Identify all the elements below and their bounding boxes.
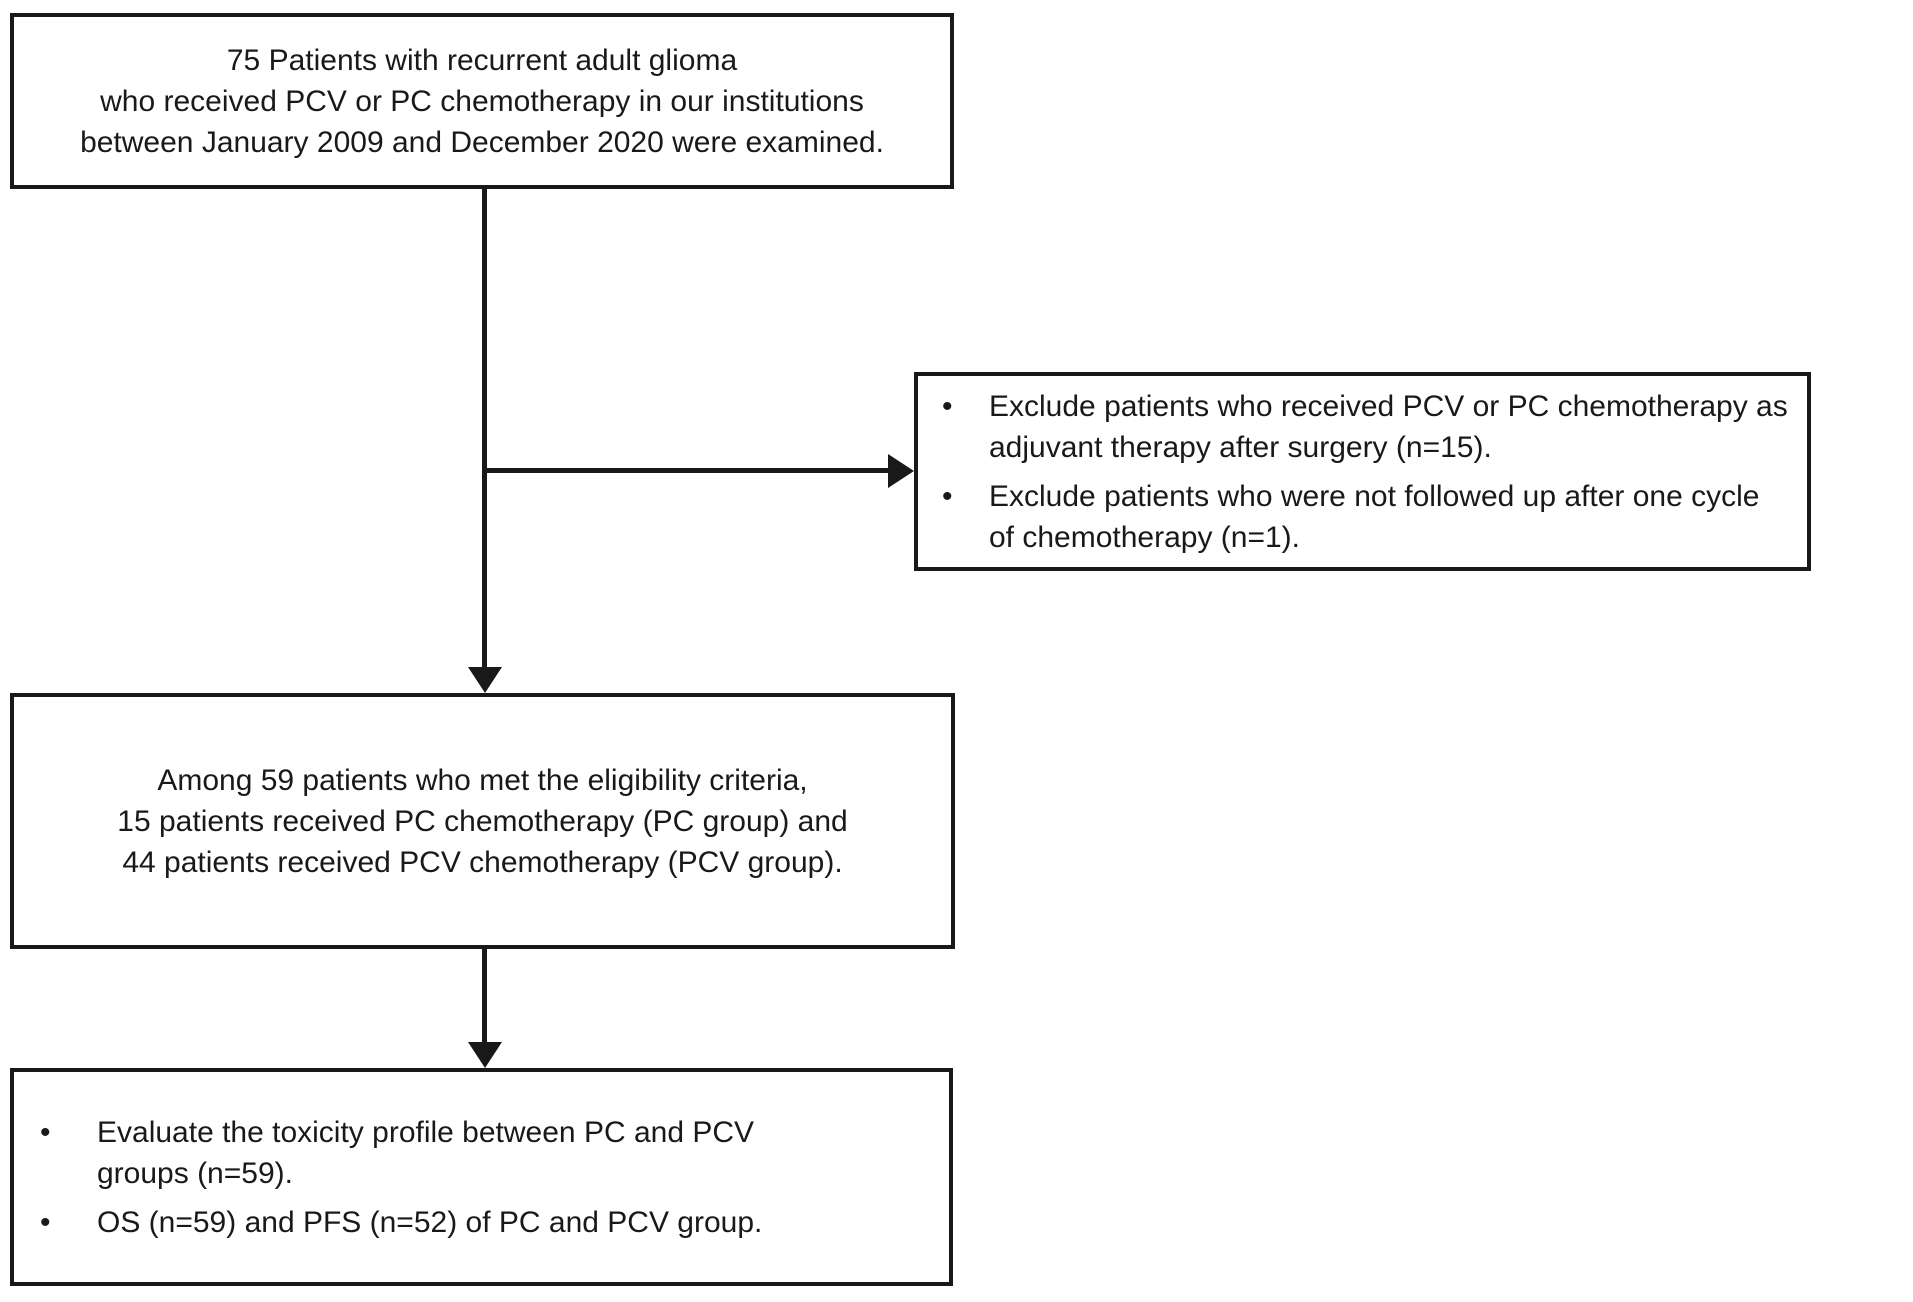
examined-line-1: 75 Patients with recurrent adult glioma xyxy=(226,43,738,77)
outcomes-item-2-line-1: OS (n=59) and PFS (n=52) of PC and PCV g… xyxy=(97,1205,763,1239)
excluded-item-1-line-1: Exclude patients who received PCV or PC … xyxy=(989,389,1788,423)
excluded-item-1-text: Exclude patients who received PCV or PC … xyxy=(989,386,1789,468)
outcomes-item-1-text: Evaluate the toxicity profile between PC… xyxy=(97,1112,931,1194)
outcomes-item-2-text: OS (n=59) and PFS (n=52) of PC and PCV g… xyxy=(97,1202,931,1243)
eligible-line-2: 15 patients received PC chemotherapy (PC… xyxy=(117,804,848,838)
excluded-item-2-line-2: of chemotherapy (n=1). xyxy=(989,520,1301,554)
bullet-icon: • xyxy=(40,1205,51,1239)
box-excluded-patients: • Exclude patients who received PCV or P… xyxy=(914,372,1811,571)
eligible-line-3: 44 patients received PCV chemotherapy (P… xyxy=(122,845,843,879)
outcomes-item-1-line-2: groups (n=59). xyxy=(97,1156,293,1190)
bullet-icon: • xyxy=(942,389,953,423)
box-eligible-patients: Among 59 patients who met the eligibilit… xyxy=(10,693,955,949)
box-examined-patients: 75 Patients with recurrent adult glioma … xyxy=(10,13,954,189)
examined-line-3: between January 2009 and December 2020 w… xyxy=(80,125,884,159)
excluded-item-1-line-2: adjuvant therapy after surgery (n=15). xyxy=(989,430,1492,464)
outcomes-item-1-line-1: Evaluate the toxicity profile between PC… xyxy=(97,1115,755,1149)
arrowhead-down-icon xyxy=(468,1042,502,1068)
bullet-icon: • xyxy=(40,1115,51,1149)
box-study-outcomes: • Evaluate the toxicity profile between … xyxy=(10,1068,953,1286)
excluded-item-1: • Exclude patients who received PCV or P… xyxy=(942,386,1789,468)
excluded-item-2-line-1: Exclude patients who were not followed u… xyxy=(989,479,1760,513)
examined-line-2: who received PCV or PC chemotherapy in o… xyxy=(100,84,864,118)
arrow-eligible-to-outcomes-shaft xyxy=(482,948,487,1045)
outcomes-item-1: • Evaluate the toxicity profile between … xyxy=(40,1112,931,1194)
arrowhead-right-icon xyxy=(888,454,914,488)
bullet-icon: • xyxy=(942,479,953,513)
arrowhead-down-icon xyxy=(468,667,502,693)
excluded-item-2: • Exclude patients who were not followed… xyxy=(942,476,1789,558)
arrow-examined-to-eligible-shaft xyxy=(482,189,487,670)
arrow-branch-to-excluded-shaft xyxy=(482,468,888,473)
outcomes-item-2: • OS (n=59) and PFS (n=52) of PC and PCV… xyxy=(40,1202,931,1243)
eligible-line-1: Among 59 patients who met the eligibilit… xyxy=(157,763,808,797)
excluded-item-2-text: Exclude patients who were not followed u… xyxy=(989,476,1789,558)
